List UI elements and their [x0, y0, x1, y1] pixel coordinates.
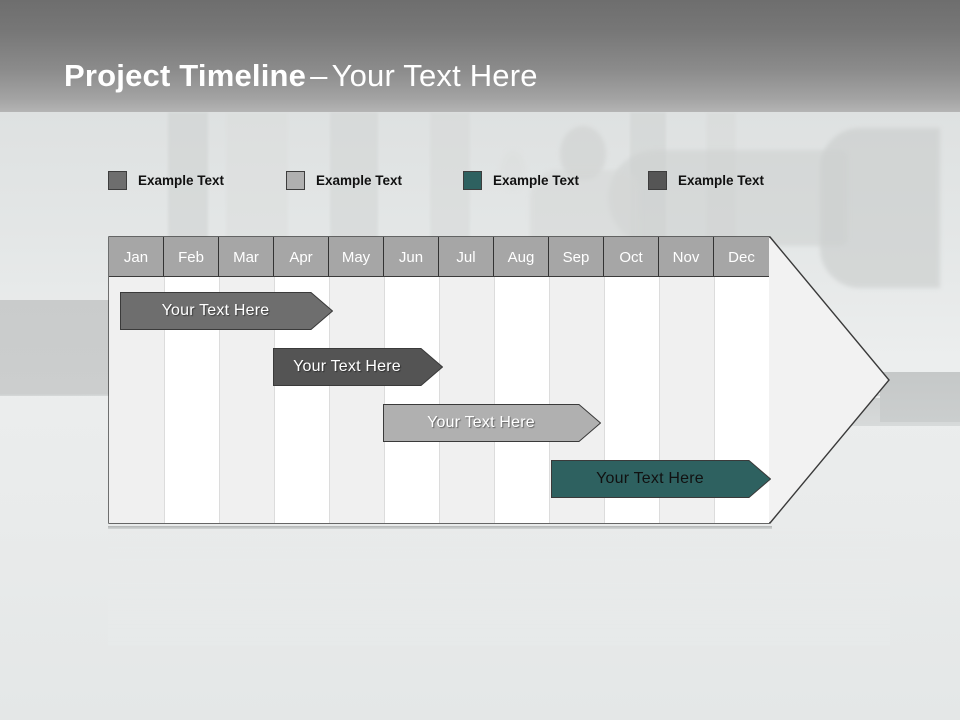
- month-header-aug[interactable]: Aug: [494, 237, 549, 277]
- column-separator: [164, 277, 165, 523]
- header-underline: [109, 276, 769, 277]
- month-header-may[interactable]: May: [329, 237, 384, 277]
- task-bar-3[interactable]: Your Text Here: [383, 404, 601, 442]
- task-bar-label: Your Text Here: [596, 470, 704, 487]
- legend-swatch-icon: [648, 170, 667, 190]
- page-title-light: Your Text Here: [331, 58, 538, 93]
- background-photo-silhouette: [608, 150, 848, 246]
- month-header-nov[interactable]: Nov: [659, 237, 714, 277]
- month-header-mar[interactable]: Mar: [219, 237, 274, 277]
- page-title-strong: Project Timeline: [64, 58, 307, 93]
- column-separator: [439, 277, 440, 523]
- legend-item-4[interactable]: Example Text: [648, 168, 764, 192]
- column-separator: [329, 277, 330, 523]
- month-header-jan[interactable]: Jan: [109, 237, 164, 277]
- month-column-aug: Aug: [494, 237, 549, 523]
- legend-label: Example Text: [316, 172, 403, 188]
- column-separator: [219, 277, 220, 523]
- month-header-sep[interactable]: Sep: [549, 237, 604, 277]
- page-title-dash: –: [310, 58, 328, 93]
- column-separator: [714, 277, 715, 523]
- month-header-apr[interactable]: Apr: [274, 237, 329, 277]
- month-header-oct[interactable]: Oct: [604, 237, 659, 277]
- month-header-jun[interactable]: Jun: [384, 237, 439, 277]
- month-column-jul: Jul: [439, 237, 494, 523]
- task-bar-label: Your Text Here: [427, 414, 535, 431]
- column-separator: [494, 277, 495, 523]
- legend-label: Example Text: [493, 172, 580, 188]
- background-block-left: [0, 300, 112, 395]
- background-block-right: [880, 372, 960, 422]
- legend-item-3[interactable]: Example Text: [463, 168, 579, 192]
- task-bar-label: Your Text Here: [293, 358, 401, 375]
- column-separator: [109, 277, 110, 523]
- reflection-edge: [108, 526, 772, 529]
- reflection-fade: [108, 526, 890, 646]
- legend-item-1[interactable]: Example Text: [108, 168, 224, 192]
- month-column-mar: Mar: [219, 237, 274, 523]
- legend-item-2[interactable]: Example Text: [286, 168, 402, 192]
- column-separator: [274, 277, 275, 523]
- column-separator: [604, 277, 605, 523]
- page-title: Project Timeline–Your Text Here: [64, 60, 538, 91]
- task-bar-label: Your Text Here: [161, 302, 270, 319]
- legend: Example Text Example Text Example Text Exam…: [108, 168, 808, 194]
- month-header-dec[interactable]: Dec: [714, 237, 769, 277]
- task-bar-2[interactable]: Your Text Here: [273, 348, 443, 386]
- task-bar-1[interactable]: Your Text Here: [120, 292, 333, 330]
- legend-swatch-icon: [108, 170, 127, 190]
- column-separator: [659, 277, 660, 523]
- title-band: [0, 0, 960, 112]
- month-header-feb[interactable]: Feb: [164, 237, 219, 277]
- task-bar-4[interactable]: Your Text Here: [551, 460, 771, 498]
- legend-label: Example Text: [678, 172, 765, 188]
- month-header-jul[interactable]: Jul: [439, 237, 494, 277]
- legend-label: Example Text: [138, 172, 225, 188]
- month-column-jan: Jan: [109, 237, 164, 523]
- column-separator: [549, 277, 550, 523]
- column-separator: [384, 277, 385, 523]
- legend-swatch-icon: [286, 170, 305, 190]
- month-column-feb: Feb: [164, 237, 219, 523]
- legend-swatch-icon: [463, 170, 482, 190]
- background-photo-silhouette: [500, 150, 526, 190]
- chart-reflection: [108, 526, 890, 646]
